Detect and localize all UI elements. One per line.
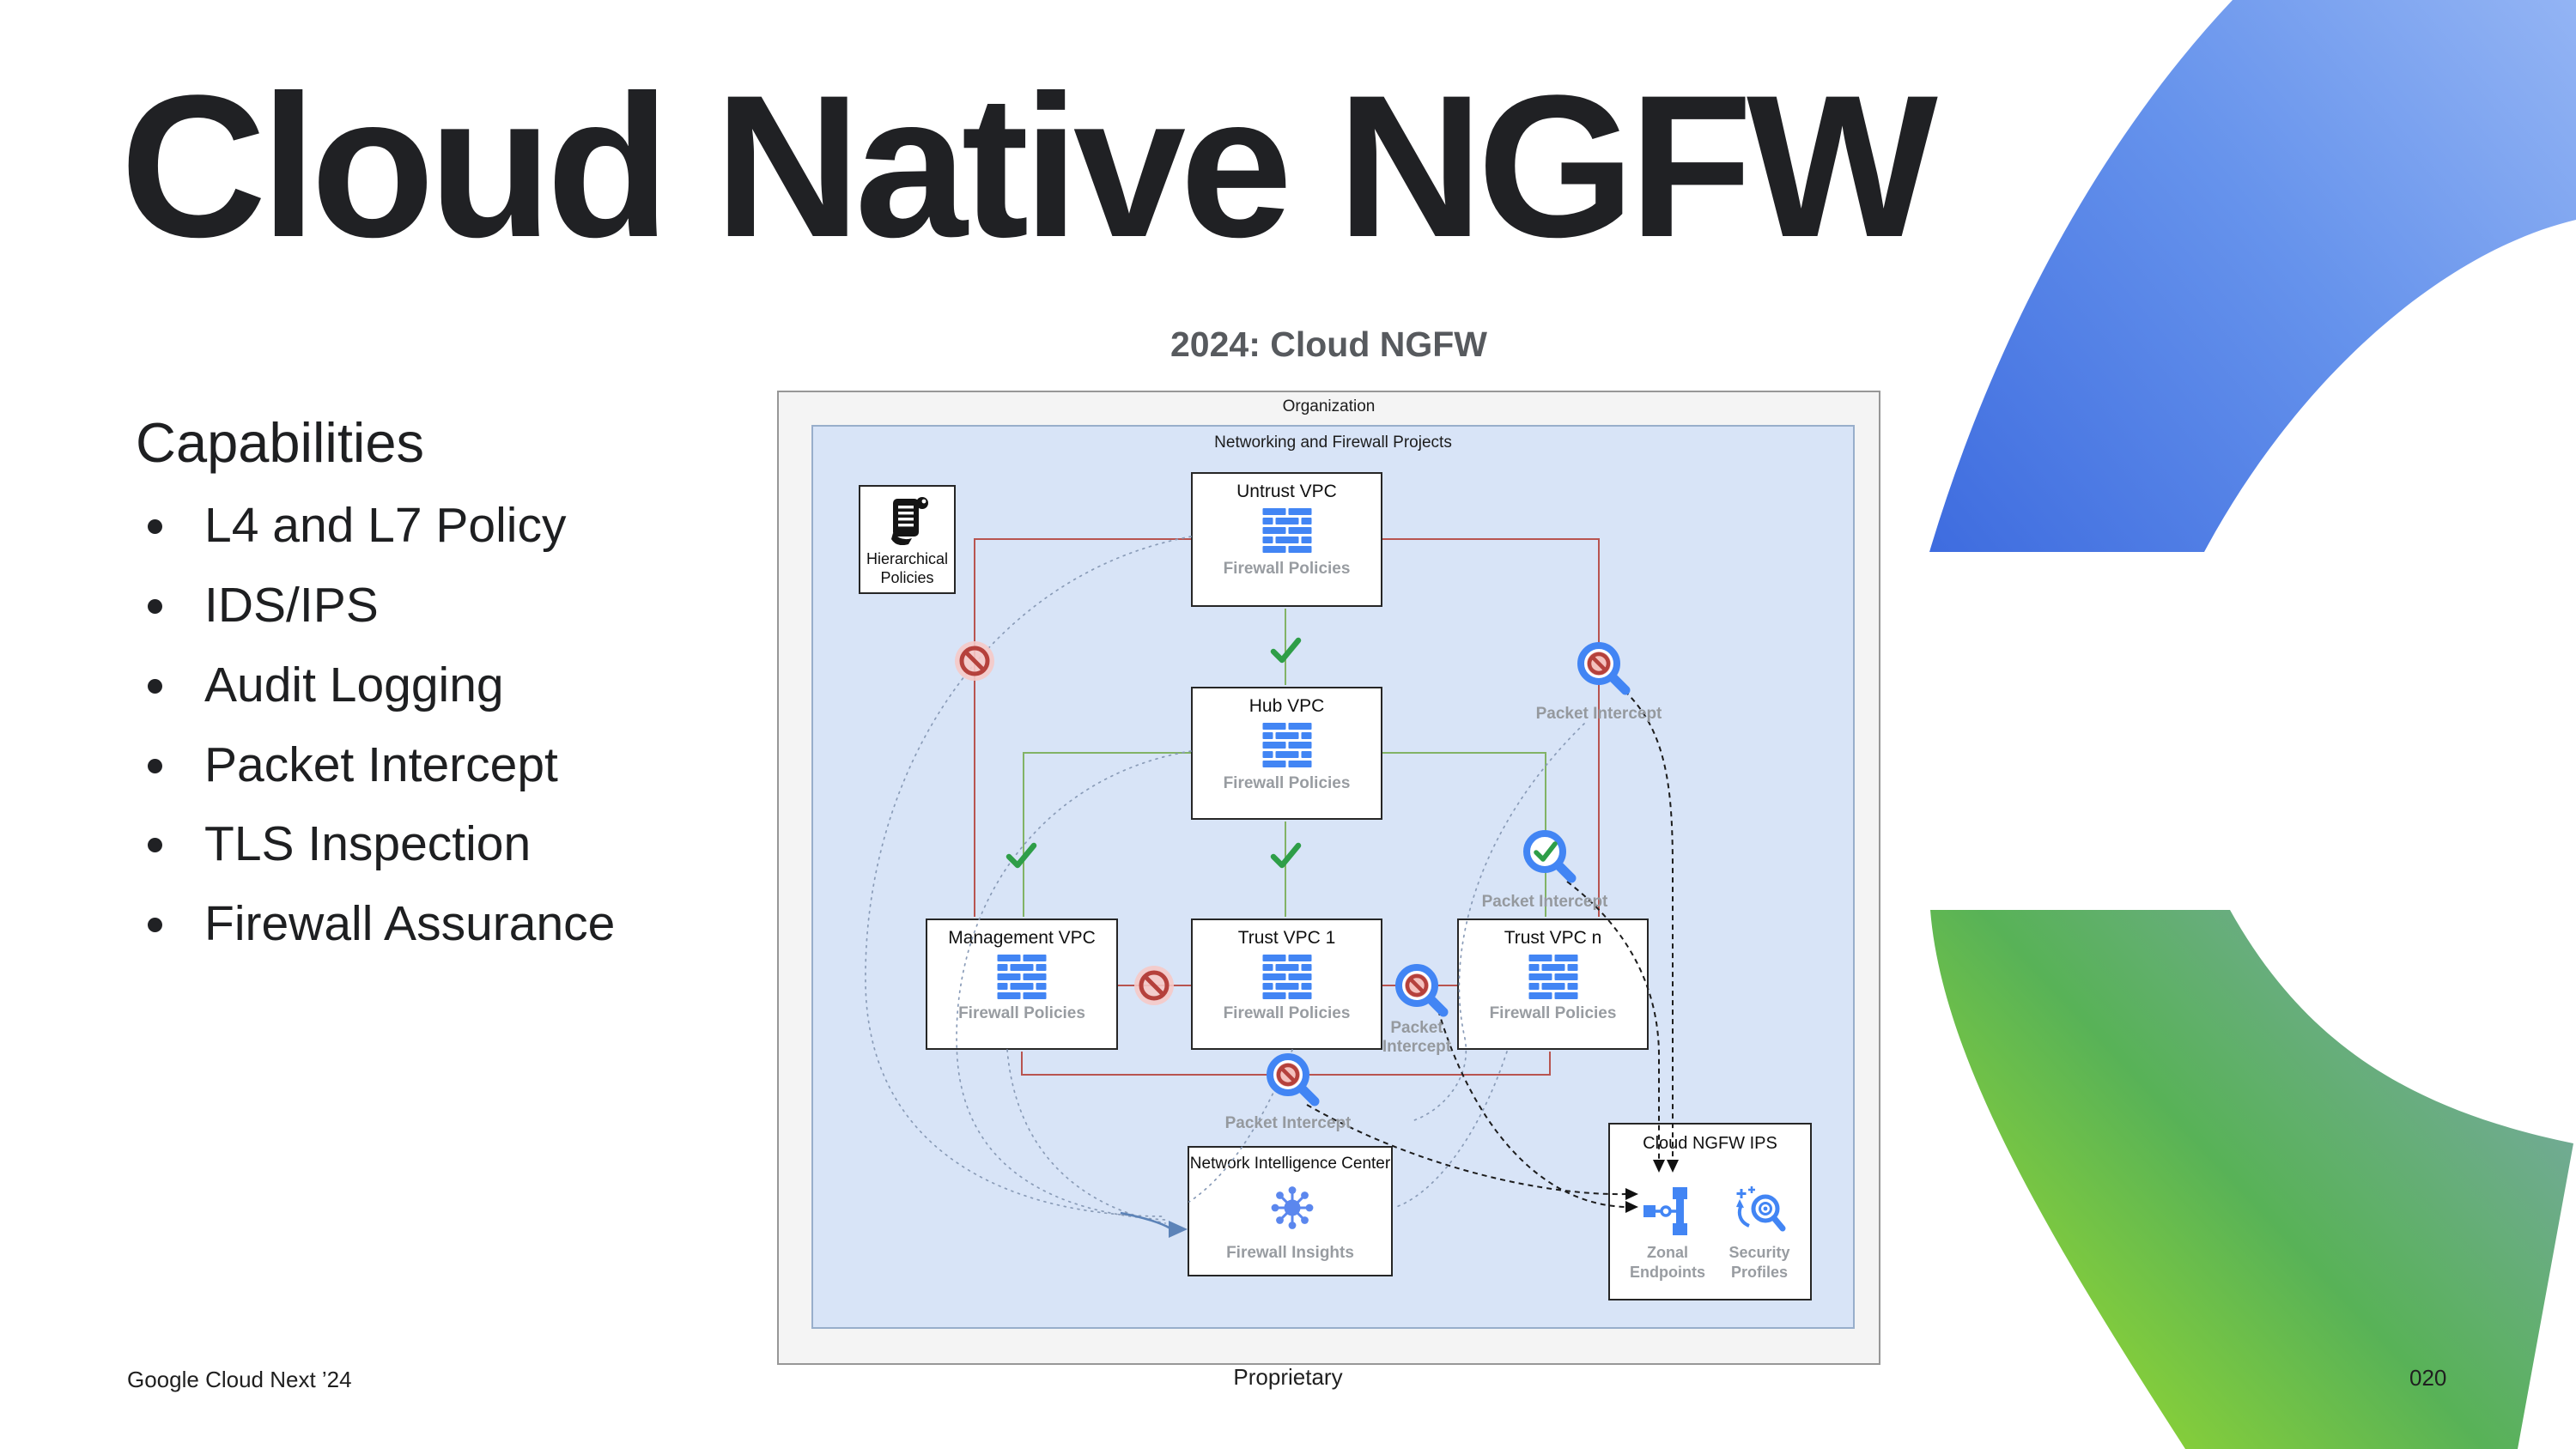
bullet-icon: [148, 678, 162, 694]
checkmark-icon: [1270, 637, 1302, 664]
firewall-bricks-icon: [1262, 508, 1311, 553]
list-item: TLS Inspection: [136, 818, 615, 870]
firewall-bricks-icon: [1528, 955, 1577, 999]
node-title: Cloud NGFW IPS: [1643, 1134, 1777, 1153]
node-trust-vpc-n: Trust VPC n Firewall Policies: [1457, 919, 1649, 1050]
capabilities-heading: Capabilities: [136, 411, 425, 474]
node-sublabel: Firewall Policies: [958, 1004, 1085, 1022]
node-title: Trust VPC n: [1504, 928, 1602, 948]
magnifier-no-entry-icon: [1267, 1053, 1320, 1106]
node-untrust-vpc: Untrust VPC Firewall Policies: [1191, 472, 1382, 607]
bullet-icon: [148, 598, 162, 614]
packet-intercept-label: Packet Intercept: [1382, 1019, 1452, 1056]
node-sublabel: Firewall Insights: [1226, 1244, 1354, 1262]
page-title: Cloud Native NGFW: [120, 53, 1938, 280]
firewall-bricks-icon: [1262, 955, 1311, 999]
projects-label: Networking and Firewall Projects: [1214, 433, 1452, 452]
list-item: Firewall Assurance: [136, 898, 615, 950]
checkmark-icon: [1270, 842, 1302, 869]
arc-green: [1930, 910, 2573, 1449]
no-entry-icon: [1134, 966, 1174, 1005]
list-item: IDS/IPS: [136, 579, 615, 632]
list-item: Packet Intercept: [136, 739, 615, 791]
bullet-icon: [148, 918, 162, 933]
footer-proprietary-label: Proprietary: [1233, 1364, 1343, 1390]
node-title: Hub VPC: [1249, 696, 1325, 716]
magnifier-checkmark-icon: [1523, 830, 1577, 883]
endpoint-bar-icon: [1643, 1187, 1687, 1235]
firewall-bricks-icon: [1262, 723, 1311, 767]
security-profiles-label: Security Profiles: [1728, 1244, 1790, 1281]
node-sublabel: Firewall Policies: [1223, 774, 1351, 792]
arc-blue: [1929, 0, 2576, 552]
packet-intercept-label: Packet Intercept: [1481, 893, 1608, 911]
capabilities-list: L4 and L7 Policy IDS/IPS Audit Logging P…: [136, 500, 615, 950]
list-item: L4 and L7 Policy: [136, 500, 615, 552]
checkmark-icon: [1005, 842, 1037, 869]
node-cloud-ngfw-ips: Cloud NGFW IPS Zonal Endpoints Sec: [1608, 1123, 1812, 1300]
capabilities-section: Capabilities L4 and L7 Policy IDS/IPS Au…: [136, 410, 615, 979]
footer-event-label: Google Cloud Next ’24: [127, 1367, 352, 1392]
node-hub-vpc: Hub VPC Firewall Policies: [1191, 687, 1382, 820]
node-title: Untrust VPC: [1236, 482, 1337, 501]
firewall-bricks-icon: [997, 955, 1047, 999]
node-title: Trust VPC 1: [1237, 928, 1336, 948]
architecture-diagram: Organization Networking and Firewall Pro…: [777, 391, 1880, 1365]
packet-intercept-label: Packet Intercept: [1535, 705, 1662, 723]
scroll-icon: [891, 497, 928, 545]
node-hierarchical-policies: Hierarchical Policies: [859, 485, 956, 594]
node-title: Network Intelligence Center: [1189, 1155, 1391, 1173]
node-management-vpc: Management VPC Firewall Policies: [926, 919, 1118, 1050]
node-network-intelligence-center: Network Intelligence Center Firewall Ins…: [1188, 1146, 1393, 1276]
list-item: Audit Logging: [136, 659, 615, 712]
node-title: Management VPC: [948, 928, 1096, 948]
magnifier-no-entry-icon: [1577, 642, 1631, 695]
no-entry-icon: [955, 641, 994, 681]
node-sublabel: Firewall Policies: [1489, 1004, 1617, 1022]
zonal-endpoints-label: Zonal Endpoints: [1630, 1244, 1705, 1281]
footer-page-number: 020: [2409, 1365, 2447, 1391]
magnifier-eye-icon: [1736, 1186, 1786, 1232]
node-trust-vpc-1: Trust VPC 1 Firewall Policies: [1191, 919, 1382, 1050]
packet-intercept-label: Packet Intercept: [1224, 1114, 1352, 1132]
organization-label: Organization: [1282, 397, 1376, 415]
node-sublabel: Firewall Policies: [1223, 560, 1351, 578]
magnifier-no-entry-icon: [1395, 964, 1449, 1017]
node-label: Hierarchical Policies: [866, 550, 949, 586]
hub-spokes-icon: [1271, 1186, 1314, 1229]
node-sublabel: Firewall Policies: [1223, 1004, 1351, 1022]
diagram-title: 2024: Cloud NGFW: [1170, 324, 1488, 364]
bullet-icon: [148, 758, 162, 773]
bullet-icon: [148, 519, 162, 534]
bullet-icon: [148, 838, 162, 853]
